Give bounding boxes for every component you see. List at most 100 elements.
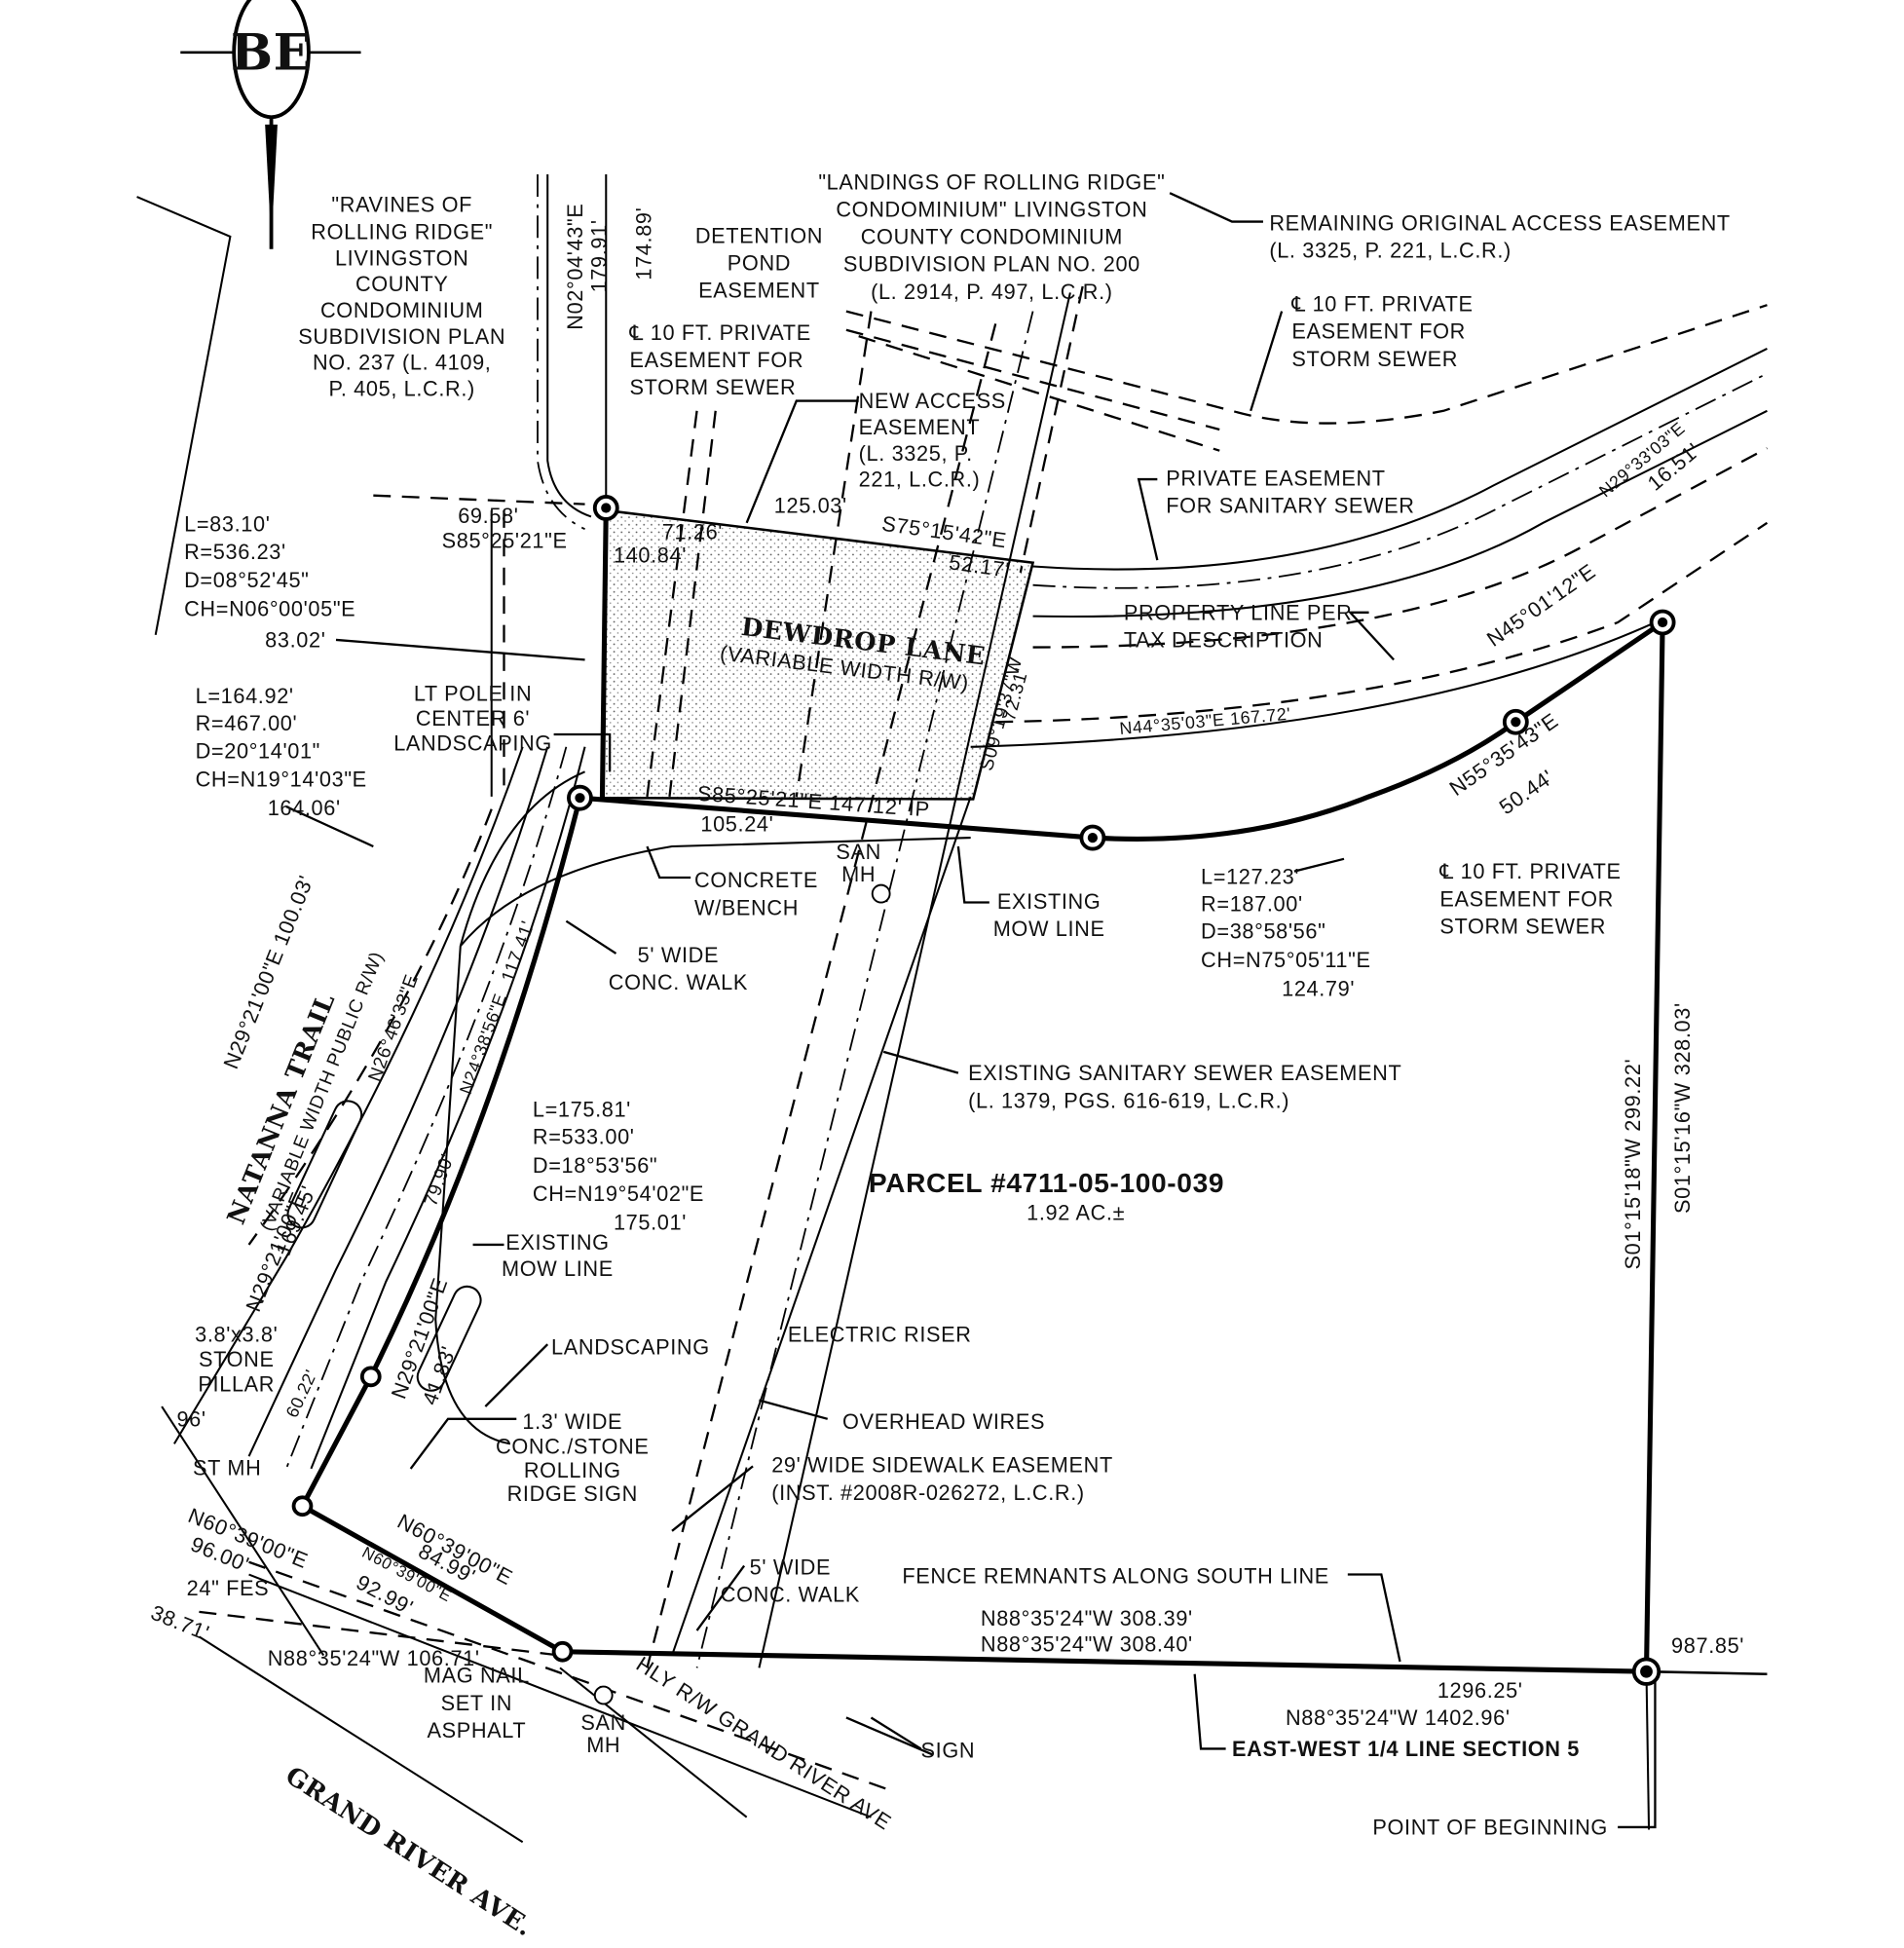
svg-text:ROLLING RIDGE": ROLLING RIDGE" — [311, 219, 493, 244]
svg-text:L=127.23': L=127.23' — [1201, 864, 1299, 888]
label-sidewalk-easement: 29' WIDE SIDEWALK EASEMENT (INST. #2008R… — [771, 1453, 1113, 1505]
svg-text:REMAINING ORIGINAL ACCESS EASE: REMAINING ORIGINAL ACCESS EASEMENT — [1269, 211, 1730, 236]
svg-text:SAN: SAN — [580, 1710, 626, 1735]
svg-text:LANDSCAPING: LANDSCAPING — [393, 731, 552, 756]
label-stone-pillar: 3.8'x3.8' STONE PILLAR — [195, 1323, 278, 1397]
svg-text:CH=N06°00'05"E: CH=N06°00'05"E — [184, 597, 355, 621]
label-pole: LT POLE IN CENTER 6' LANDSCAPING — [393, 682, 552, 756]
north-arrow-logo: BE — [180, 0, 361, 249]
label-walk-top: 5' WIDE CONC. WALK — [609, 943, 748, 994]
svg-text:CENTER 6': CENTER 6' — [416, 706, 530, 730]
svg-text:DETENTION: DETENTION — [695, 223, 823, 247]
svg-text:EXISTING: EXISTING — [505, 1230, 609, 1255]
label-remaining-access: REMAINING ORIGINAL ACCESS EASEMENT (L. 3… — [1269, 211, 1730, 263]
svg-text:R=536.23': R=536.23' — [184, 540, 286, 564]
survey-points — [291, 495, 1676, 1705]
dist-1296-25: 1296.25' — [1437, 1678, 1523, 1703]
label-san-mh-2: SAN MH — [580, 1710, 626, 1757]
svg-text:W/BENCH: W/BENCH — [694, 895, 799, 919]
svg-text:STONE: STONE — [199, 1347, 275, 1371]
svg-text:EASEMENT FOR: EASEMENT FOR — [1291, 319, 1466, 344]
svg-text:FOR SANITARY SEWER: FOR SANITARY SEWER — [1166, 494, 1414, 518]
dist-125-03: 125.03' — [774, 494, 847, 518]
dist-38-71: 38.71' — [147, 1600, 212, 1646]
svg-text:STORM SEWER: STORM SEWER — [630, 375, 797, 399]
svg-text:CH=N19°54'02"E: CH=N19°54'02"E — [533, 1181, 704, 1206]
svg-text:"RAVINES OF: "RAVINES OF — [331, 192, 472, 216]
svg-text:124.79': 124.79' — [1282, 976, 1355, 1000]
svg-text:D=18°53'56": D=18°53'56" — [533, 1153, 657, 1178]
svg-text:COUNTY CONDOMINIUM: COUNTY CONDOMINIUM — [861, 225, 1123, 249]
bearing-n88-106: N88°35'24"W 106.71' — [268, 1646, 480, 1670]
svg-text:SUBDIVISION PLAN NO. 200: SUBDIVISION PLAN NO. 200 — [843, 252, 1140, 277]
dist-69-58: 69.58' — [458, 504, 518, 528]
svg-text:R=533.00': R=533.00' — [533, 1124, 635, 1148]
dist-71-26: 71.26' — [662, 519, 723, 543]
svg-text:(L. 2914, P. 497, L.C.R.): (L. 2914, P. 497, L.C.R.) — [871, 280, 1113, 304]
svg-text:(L. 3325, P. 221, L.C.R.): (L. 3325, P. 221, L.C.R.) — [1269, 239, 1512, 263]
svg-text:PROPERTY LINE PER: PROPERTY LINE PER — [1124, 600, 1353, 624]
svg-text:1.3' WIDE: 1.3' WIDE — [522, 1409, 622, 1434]
parcel-acreage: 1.92 AC.± — [1027, 1200, 1125, 1224]
svg-text:SET IN: SET IN — [441, 1691, 512, 1715]
svg-text:5' WIDE: 5' WIDE — [750, 1555, 831, 1580]
svg-text:℄ 10 FT. PRIVATE: ℄ 10 FT. PRIVATE — [1438, 859, 1621, 883]
svg-text:EASEMENT: EASEMENT — [859, 415, 981, 439]
label-storm-top: ℄ 10 FT. PRIVATE EASEMENT FOR STORM SEWE… — [629, 320, 811, 399]
svg-text:EXISTING SANITARY SEWER EASEME: EXISTING SANITARY SEWER EASEMENT — [968, 1061, 1401, 1085]
svg-text:LT POLE IN: LT POLE IN — [414, 682, 532, 706]
dist-140-84: 140.84' — [614, 543, 687, 568]
dist-105-24: 105.24' — [700, 812, 773, 837]
north-bearing: N02°04'43"E — [563, 204, 587, 330]
label-sanitary-private: PRIVATE EASEMENT FOR SANITARY SEWER — [1166, 466, 1414, 517]
svg-text:MOW LINE: MOW LINE — [502, 1256, 614, 1281]
svg-text:D=38°58'56": D=38°58'56" — [1201, 919, 1325, 944]
dist-987-85: 987.85' — [1671, 1633, 1744, 1658]
svg-text:ASPHALT: ASPHALT — [427, 1718, 526, 1742]
svg-text:NEW ACCESS: NEW ACCESS — [859, 389, 1006, 413]
label-n60-left: N60°39'00"E 96.00' — [185, 1503, 312, 1577]
svg-text:TAX DESCRIPTION: TAX DESCRIPTION — [1124, 628, 1324, 653]
bearing-n88-1402: N88°35'24"W 1402.96' — [1286, 1705, 1511, 1730]
label-electric-riser: ELECTRIC RISER — [788, 1323, 972, 1347]
svg-text:CONC. WALK: CONC. WALK — [721, 1583, 860, 1607]
svg-text:BE: BE — [231, 24, 312, 83]
label-point-of-beginning: POINT OF BEGINNING — [1372, 1816, 1608, 1840]
svg-text:NO. 237 (L. 4109,: NO. 237 (L. 4109, — [313, 351, 492, 375]
label-new-access: NEW ACCESS EASEMENT (L. 3325, P. 221, L.… — [859, 389, 1006, 491]
svg-text:5' WIDE: 5' WIDE — [638, 943, 719, 967]
svg-text:RIDGE SIGN: RIDGE SIGN — [507, 1481, 638, 1506]
svg-text:L=164.92': L=164.92' — [196, 684, 294, 708]
label-landscaping: LANDSCAPING — [551, 1334, 710, 1359]
curve-data-2: L=164.92' R=467.00' D=20°14'01" CH=N19°1… — [196, 684, 367, 820]
label-st-mh: ST MH — [193, 1455, 261, 1480]
curve-data-1: L=83.10' R=536.23' D=08°52'45" CH=N06°00… — [184, 512, 355, 653]
bearing-n88-a: N88°35'24"W 308.39' — [981, 1606, 1193, 1630]
label-ew-line: EAST-WEST 1/4 LINE SECTION 5 — [1232, 1737, 1580, 1761]
svg-text:29' WIDE SIDEWALK EASEMENT: 29' WIDE SIDEWALK EASEMENT — [771, 1453, 1113, 1478]
svg-text:R=467.00': R=467.00' — [196, 711, 298, 735]
parcel-number: PARCEL #4711-05-100-039 — [869, 1168, 1224, 1198]
label-landings: "LANDINGS OF ROLLING RIDGE" CONDOMINIUM"… — [818, 169, 1165, 304]
label-sanitary-existing: EXISTING SANITARY SEWER EASEMENT (L. 137… — [968, 1061, 1401, 1112]
svg-text:LIVINGSTON: LIVINGSTON — [335, 245, 469, 270]
svg-text:83.02': 83.02' — [265, 628, 325, 653]
svg-text:SUBDIVISION PLAN: SUBDIVISION PLAN — [298, 324, 505, 349]
label-fence: FENCE REMNANTS ALONG SOUTH LINE — [902, 1563, 1329, 1588]
label-storm-top-right: ℄ 10 FT. PRIVATE EASEMENT FOR STORM SEWE… — [1290, 292, 1473, 371]
svg-text:D=20°14'01": D=20°14'01" — [196, 738, 320, 763]
label-mow-line-2: EXISTING MOW LINE — [502, 1230, 614, 1281]
bearing-s01-a: S01°15'18"W 299.22' — [1621, 1059, 1645, 1270]
svg-text:(INST. #2008R-026272, L.C.R.): (INST. #2008R-026272, L.C.R.) — [771, 1480, 1085, 1505]
svg-text:STORM SEWER: STORM SEWER — [1439, 914, 1606, 938]
curve-data-4: L=175.81' R=533.00' D=18°53'56" CH=N19°5… — [533, 1097, 704, 1234]
svg-text:EXISTING: EXISTING — [997, 889, 1101, 914]
svg-text:COUNTY: COUNTY — [355, 272, 449, 296]
svg-text:3.8'x3.8': 3.8'x3.8' — [195, 1323, 278, 1347]
label-detention: DETENTION POND EASEMENT — [695, 223, 823, 302]
svg-text:EASEMENT: EASEMENT — [698, 279, 820, 303]
label-property-line: PROPERTY LINE PER TAX DESCRIPTION — [1124, 600, 1353, 653]
svg-text:"LANDINGS OF ROLLING RIDGE": "LANDINGS OF ROLLING RIDGE" — [818, 169, 1165, 194]
svg-text:CONC. WALK: CONC. WALK — [609, 970, 748, 994]
